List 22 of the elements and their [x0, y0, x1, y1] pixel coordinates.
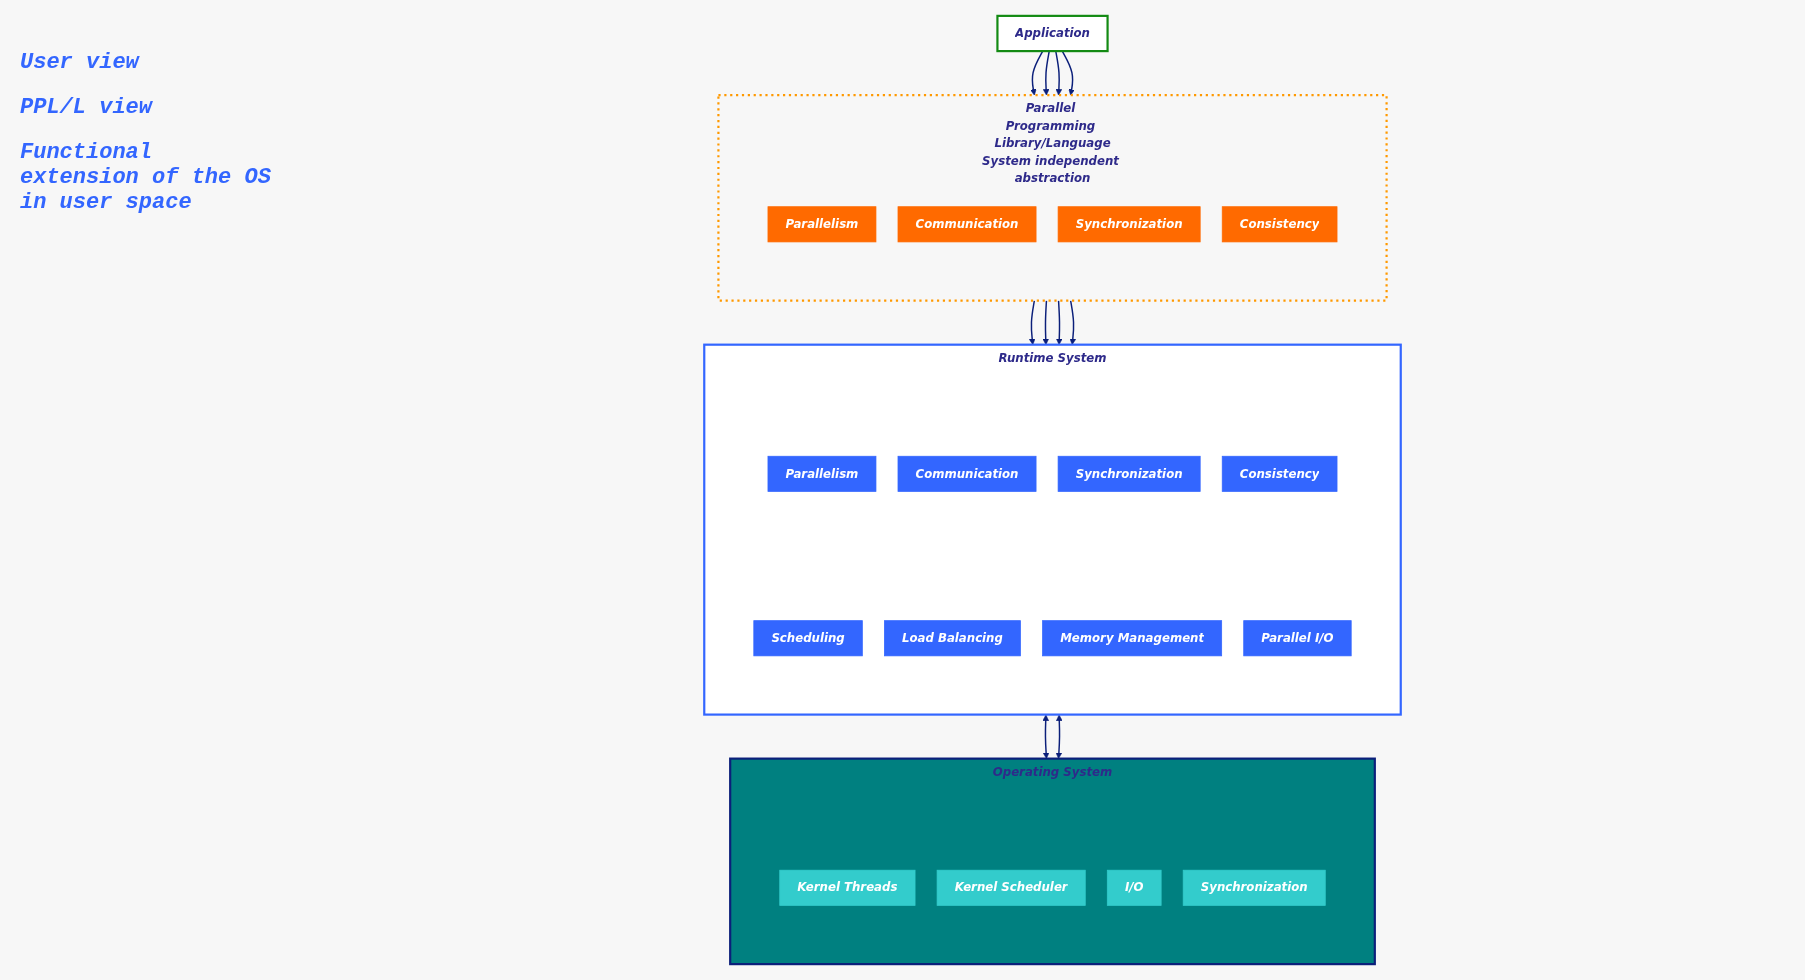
node-box: Synchronization — [1182, 869, 1326, 906]
node-box: Consistency — [1221, 206, 1338, 243]
arrow — [1042, 714, 1050, 759]
node-box: Scheduling — [753, 620, 863, 657]
view-label: User view — [20, 50, 141, 75]
node-box: Parallelism — [767, 206, 877, 243]
node-box: Kernel Threads — [779, 869, 916, 906]
node-box: Parallel I/O — [1243, 620, 1352, 657]
node-box: I/O — [1106, 869, 1162, 906]
node-box: Communication — [897, 455, 1037, 492]
node-box: Application — [996, 14, 1109, 53]
node-box: Synchronization — [1057, 206, 1201, 243]
node-box: Memory Management — [1042, 620, 1223, 657]
node-box: Consistency — [1221, 455, 1338, 492]
view-label: PPL/L view — [20, 95, 154, 120]
node-box: Communication — [897, 206, 1037, 243]
arrow — [1055, 714, 1063, 759]
view-label: Functional extension of the OS in user space — [20, 140, 272, 215]
node-box: Load Balancing — [884, 620, 1021, 657]
node-box: Parallelism — [767, 455, 877, 492]
node-box: Synchronization — [1057, 455, 1201, 492]
node-box: Kernel Scheduler — [936, 869, 1086, 906]
